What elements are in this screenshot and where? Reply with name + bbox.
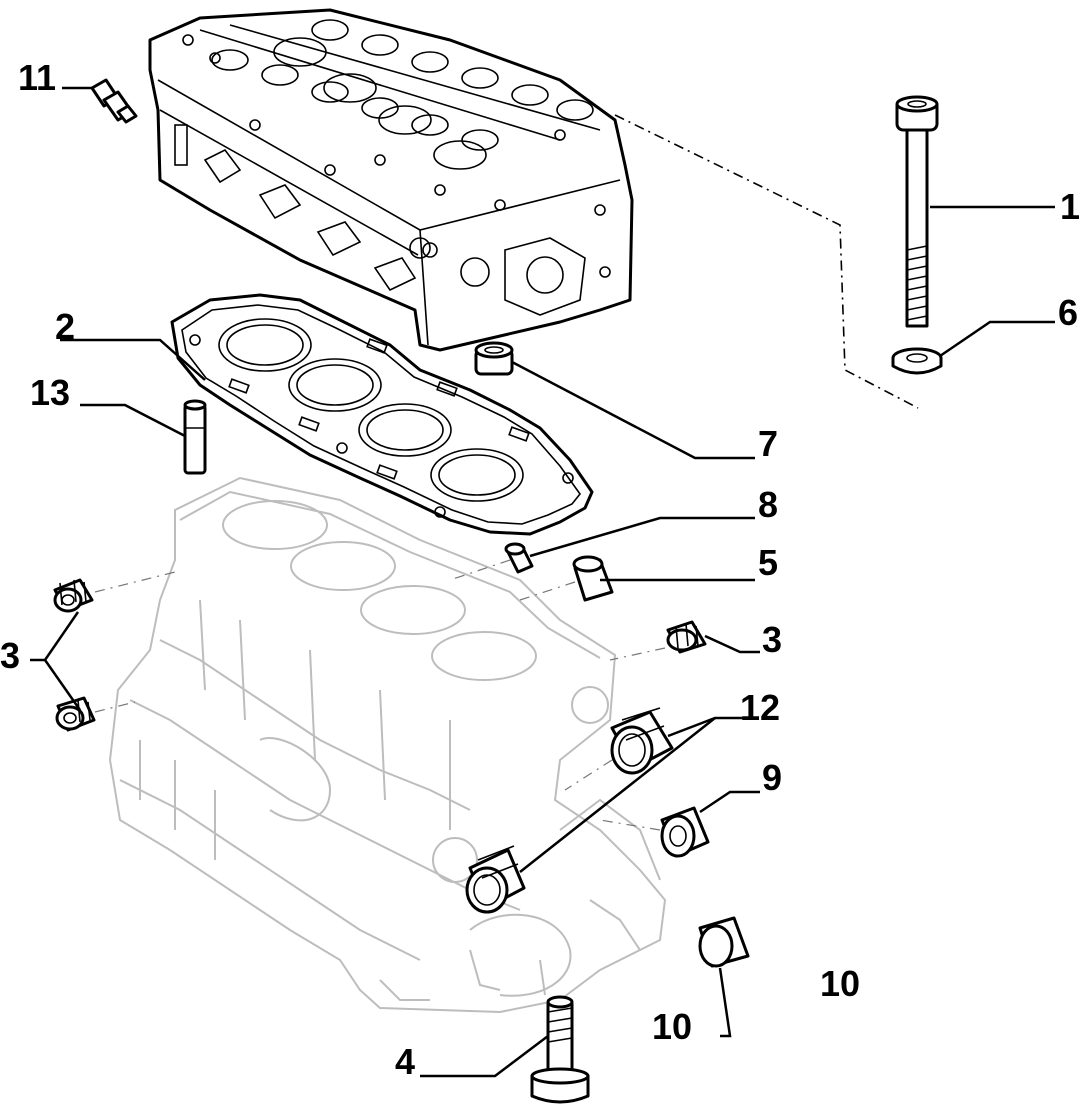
callout-3-right: 3	[762, 619, 782, 660]
oil-pump-bush	[698, 916, 750, 968]
threaded-plug-left-upper	[53, 578, 94, 613]
callout-6: 6	[1058, 292, 1078, 333]
leader-lines	[30, 86, 1055, 1078]
crank-bush	[660, 806, 710, 858]
callout-11: 11	[18, 57, 56, 98]
head-bush	[474, 341, 514, 376]
dowel-bush	[504, 542, 534, 574]
cylinder-head	[148, 8, 634, 352]
callout-10-right: 10	[820, 963, 860, 1004]
head-gasket	[170, 293, 594, 536]
threaded-plug-right	[666, 620, 707, 654]
engine-block	[108, 476, 667, 1014]
callout-9: 9	[762, 757, 782, 798]
callout-4: 4	[395, 1041, 415, 1082]
block-bush	[572, 555, 614, 602]
oil-seal-upper	[610, 707, 674, 775]
callout-1: 1	[1060, 186, 1080, 227]
alignment-dashlines	[94, 559, 666, 831]
temperature-sensor	[90, 78, 138, 124]
callout-7: 7	[758, 423, 778, 464]
callout-10-bottom: 10	[652, 1006, 692, 1047]
block-bolt	[530, 995, 590, 1104]
threaded-plug-left-lower	[55, 696, 96, 732]
callout-12: 12	[740, 687, 780, 728]
oil-seal-lower	[465, 845, 526, 914]
callout-13: 13	[30, 372, 70, 413]
dowel-pin	[183, 399, 207, 475]
callout-3-left: 3	[0, 635, 20, 676]
bolt-washer	[891, 347, 943, 375]
callout-labels: 1 2 3 3 4 5 6 7 8 9 10 10 11 12 13	[0, 57, 1080, 1082]
callout-8: 8	[758, 484, 778, 525]
bolt-alignment-dashline	[614, 114, 919, 409]
callout-5: 5	[758, 542, 778, 583]
callout-2: 2	[55, 306, 75, 347]
head-bolt	[895, 95, 939, 328]
